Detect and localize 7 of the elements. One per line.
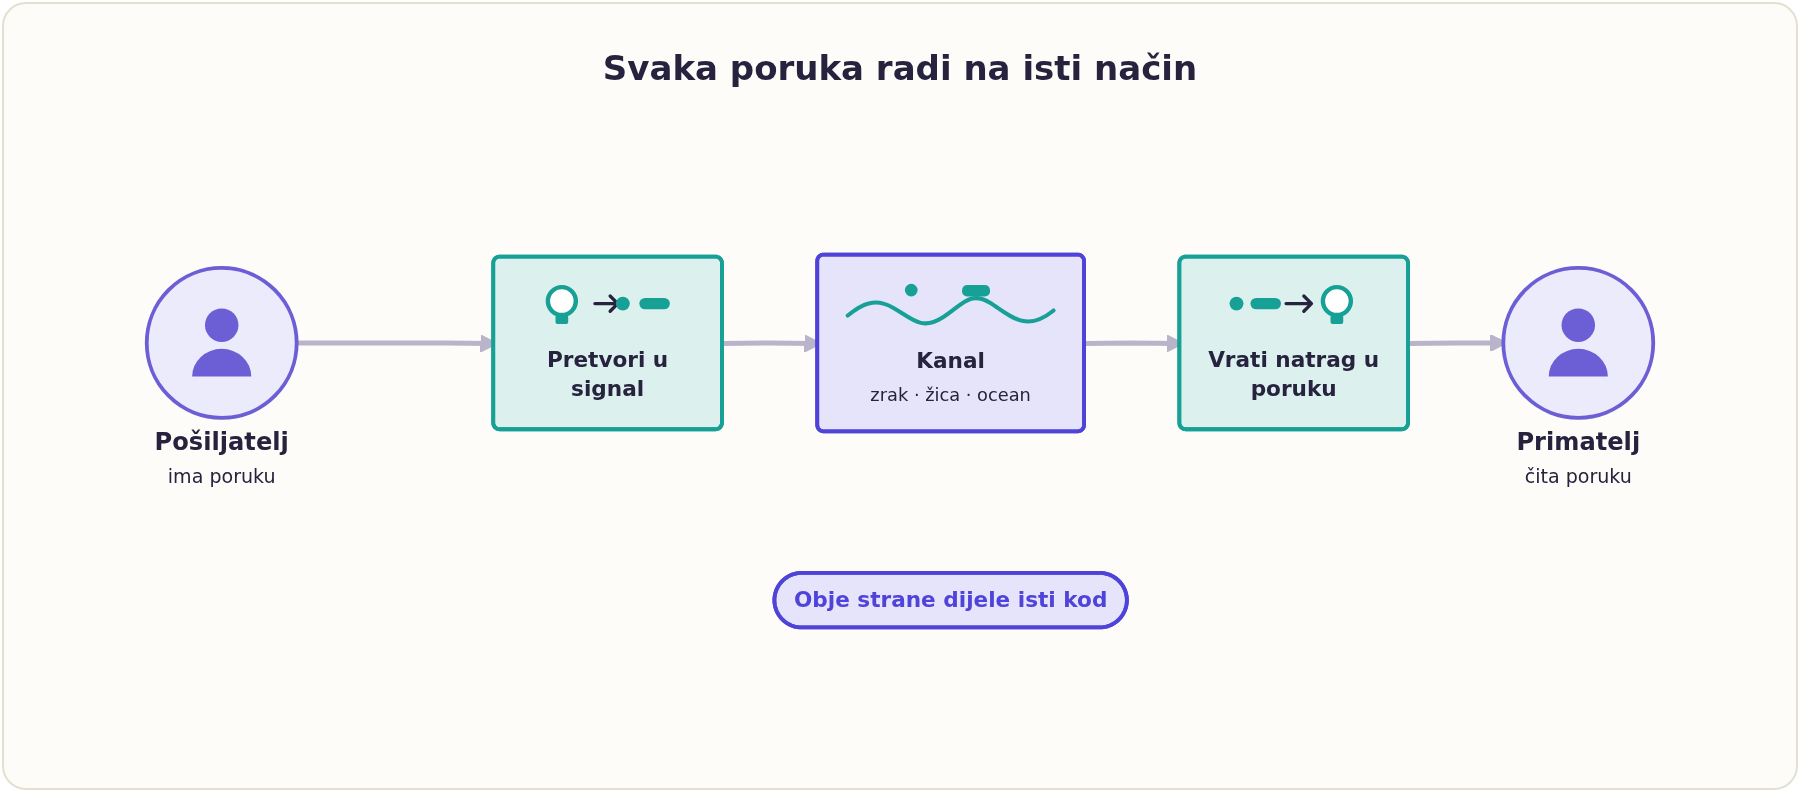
node-caption: ima poruku: [167, 464, 276, 490]
node-label: Pošiljatelj: [154, 425, 289, 457]
title: Svaka poruka radi na isti način: [602, 48, 1198, 88]
node-circle: [144, 266, 299, 420]
node-caption: čita poruku: [1524, 464, 1632, 490]
node-label: Primatelj: [1516, 425, 1641, 457]
node-circle: [1501, 266, 1656, 420]
